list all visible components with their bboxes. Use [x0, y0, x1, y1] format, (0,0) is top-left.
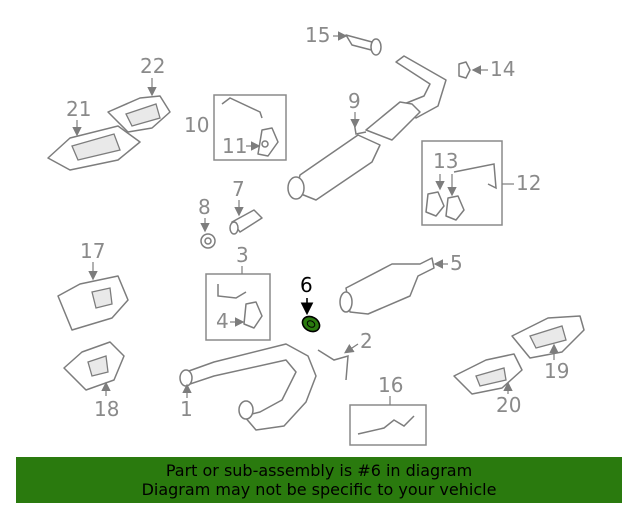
label-21: 21	[66, 97, 91, 121]
part-17-heat-shield[interactable]: 17	[57, 239, 129, 331]
part-5-catalytic-converter[interactable]: 5	[339, 251, 463, 315]
part-22-heat-shield[interactable]: 22	[107, 54, 171, 133]
label-22: 22	[140, 54, 165, 78]
part-7-pipe[interactable]: 7	[229, 177, 263, 235]
label-6: 6	[300, 273, 313, 297]
part-14-hanger[interactable]: 14	[458, 57, 515, 81]
part-6-gasket[interactable]: 6	[300, 273, 323, 335]
banner-line-2: Diagram may not be specific to your vehi…	[141, 480, 497, 499]
part-21-heat-shield[interactable]: 21	[47, 97, 141, 171]
part-16-bracket-assembly[interactable]: 16	[349, 373, 427, 446]
part-10-hanger-assembly[interactable]: 10 11	[184, 94, 287, 161]
label-7: 7	[232, 177, 245, 201]
part-8-clamp[interactable]: 8	[198, 195, 216, 249]
part-15-pipe[interactable]: 15	[305, 23, 382, 56]
part-20-heat-shield[interactable]: 20	[453, 353, 523, 417]
label-19: 19	[544, 359, 569, 383]
label-1: 1	[180, 397, 193, 421]
label-8: 8	[198, 195, 211, 219]
label-18: 18	[94, 397, 119, 421]
label-14: 14	[490, 57, 515, 81]
label-15: 15	[305, 23, 330, 47]
part-9-muffler[interactable]: 9	[287, 55, 447, 201]
label-3: 3	[236, 243, 249, 267]
part-2-bracket[interactable]: 2	[317, 329, 373, 381]
label-13: 13	[433, 149, 458, 173]
label-12: 12	[516, 171, 541, 195]
label-5: 5	[450, 251, 463, 275]
info-banner: Part or sub-assembly is #6 in diagram Di…	[16, 457, 622, 503]
label-10: 10	[184, 113, 209, 137]
part-1-front-pipe[interactable]: 1	[179, 343, 317, 431]
label-20: 20	[496, 393, 521, 417]
part-12-bracket-assembly[interactable]: 13 12	[421, 140, 541, 226]
label-4: 4	[216, 309, 229, 333]
banner-line-1: Part or sub-assembly is #6 in diagram	[165, 461, 473, 480]
part-18-heat-shield[interactable]: 18	[63, 341, 125, 421]
label-17: 17	[80, 239, 105, 263]
label-16: 16	[378, 373, 403, 397]
label-9: 9	[348, 89, 361, 113]
label-11: 11	[222, 134, 247, 158]
part-3-hanger-assembly[interactable]: 3 4	[205, 243, 271, 341]
label-2: 2	[360, 329, 373, 353]
exhaust-parts-diagram: 15 14 9 21 22 10 11	[47, 23, 585, 446]
part-19-heat-shield[interactable]: 19	[511, 315, 585, 383]
